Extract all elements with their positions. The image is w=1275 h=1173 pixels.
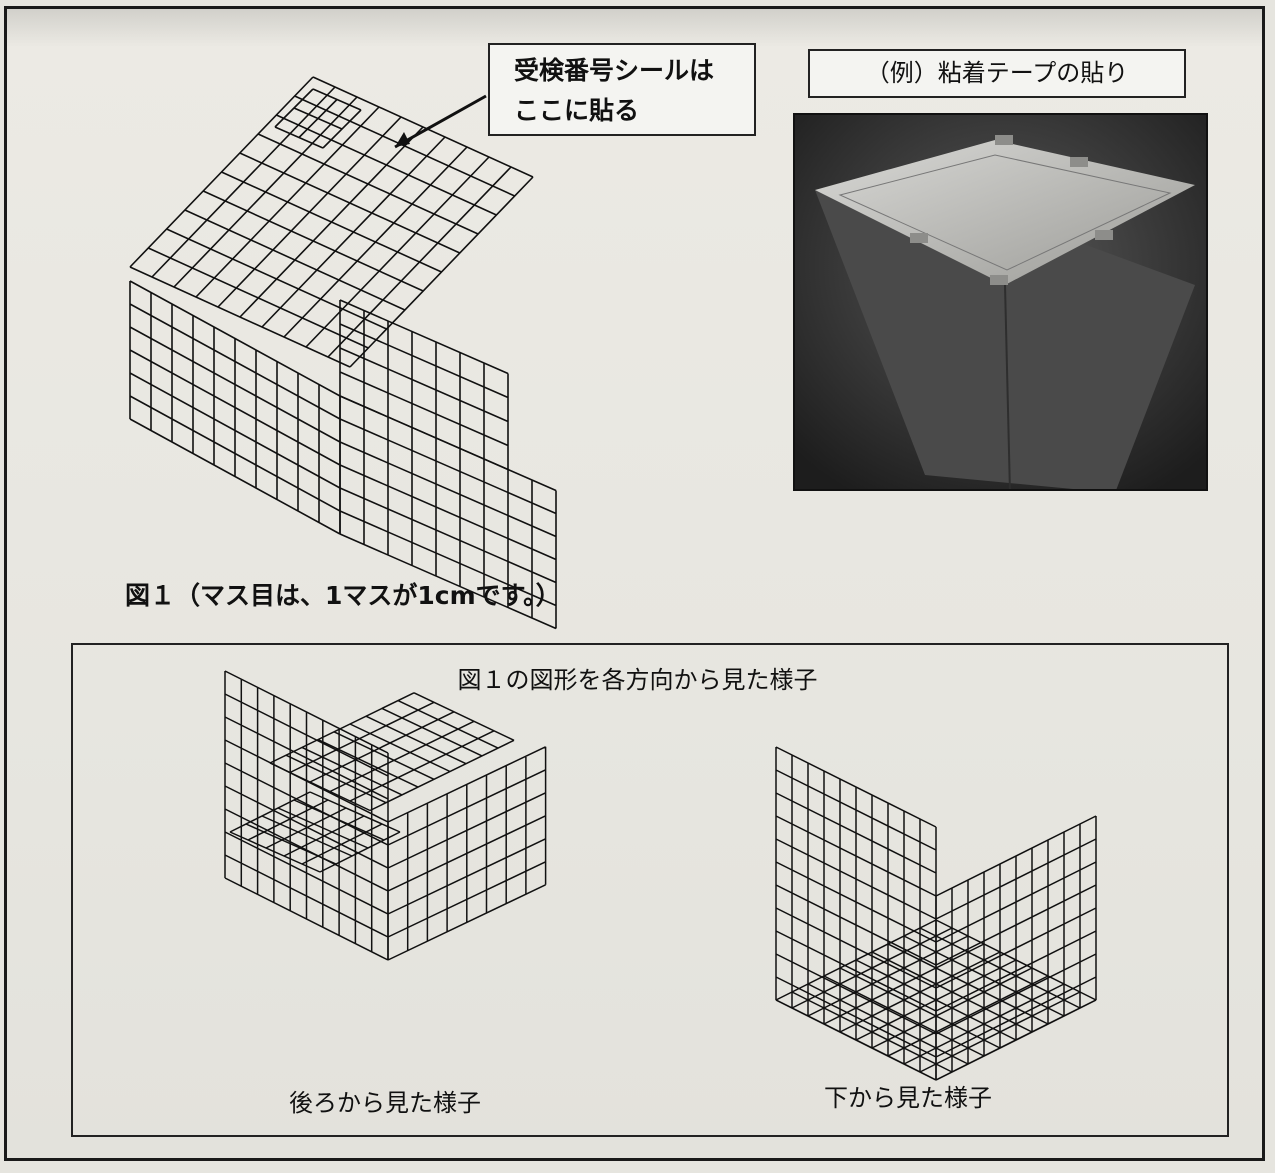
callout-line-1: 受検番号シールは	[514, 56, 715, 85]
grid-face	[229, 791, 401, 873]
callout-line-2: ここに貼る	[514, 96, 640, 125]
example-photo	[793, 113, 1208, 491]
views-title: 図１の図形を各方向から見た様子	[457, 666, 818, 694]
sticker-callout: 受検番号シールは ここに貼る	[488, 43, 756, 136]
grid-face	[129, 76, 534, 368]
grid-face	[274, 88, 362, 149]
figure1-caption: 図１（マス目は、1マスが1cmです。）	[125, 581, 561, 610]
grid-face	[775, 919, 1097, 1081]
grid-face	[129, 280, 341, 535]
example-label: （例）粘着テープの貼り	[808, 49, 1186, 98]
grid-face	[339, 299, 509, 471]
views-panel	[71, 643, 1229, 1137]
pointer-arrow-head	[395, 132, 410, 147]
pointer-arrow	[394, 94, 487, 149]
taped-box-illustration	[795, 115, 1206, 489]
grid-face	[269, 692, 515, 812]
back-view-label: 後ろから見た様子	[289, 1089, 481, 1117]
bottom-view-label: 下から見た様子	[824, 1084, 992, 1112]
grid-face	[387, 746, 547, 961]
